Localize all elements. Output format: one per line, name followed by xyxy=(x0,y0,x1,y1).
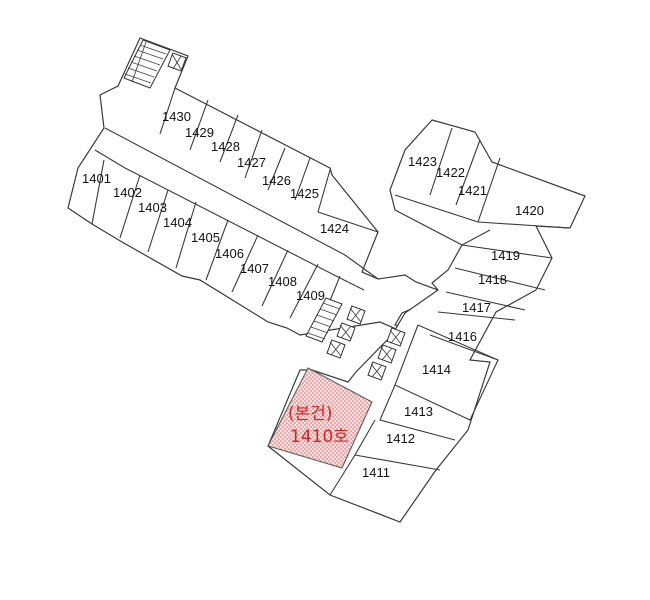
unit-label: 1428 xyxy=(211,139,240,154)
unit-label: 1403 xyxy=(138,200,167,215)
unit-label: 1426 xyxy=(262,173,291,188)
subject-label: (본건) xyxy=(288,404,333,424)
unit-label: 1421 xyxy=(458,183,487,198)
unit-row-right xyxy=(329,127,571,496)
corridor xyxy=(94,127,379,291)
elevator-icon xyxy=(367,361,387,381)
unit-label: 1427 xyxy=(237,155,266,170)
unit-label: 1419 xyxy=(491,248,520,263)
unit-label: 1420 xyxy=(515,203,544,218)
unit-label: 1425 xyxy=(290,186,319,201)
unit-labels: 1430 1429 1428 1427 1426 1425 1424 1401 … xyxy=(82,109,544,480)
unit-label: 1407 xyxy=(240,261,269,276)
unit-label: 1408 xyxy=(268,274,297,289)
unit-label: 1411 xyxy=(362,465,390,480)
elevator-icon xyxy=(167,52,187,72)
subject-unit-number: 1410호 xyxy=(290,427,349,447)
unit-label: 1422 xyxy=(436,165,465,180)
unit-label: 1418 xyxy=(478,272,507,287)
elevator-icon xyxy=(346,305,366,325)
elevator-icon xyxy=(377,344,397,364)
stair-icon xyxy=(305,297,343,343)
stair-icon xyxy=(123,39,171,89)
unit-label: 1405 xyxy=(191,230,220,245)
unit-label: 1430 xyxy=(162,109,191,124)
unit-label: 1424 xyxy=(320,221,349,236)
unit-label: 1413 xyxy=(404,404,433,419)
unit-label: 1401 xyxy=(82,171,111,186)
unit-label: 1423 xyxy=(408,154,437,169)
unit-label: 1416 xyxy=(448,329,477,344)
unit-label: 1412 xyxy=(386,431,415,446)
unit-label: 1402 xyxy=(113,185,142,200)
unit-label: 1404 xyxy=(163,215,192,230)
elevator-icon xyxy=(326,339,346,359)
unit-row-upper xyxy=(159,87,379,233)
unit-label: 1417 xyxy=(462,300,491,315)
elevator-icon xyxy=(386,327,406,347)
subject-unit-1410 xyxy=(267,367,373,469)
unit-label: 1414 xyxy=(422,362,451,377)
unit-label: 1409 xyxy=(296,288,325,303)
elevator-icon xyxy=(336,322,356,342)
unit-label: 1429 xyxy=(185,125,214,140)
unit-label: 1406 xyxy=(215,246,244,261)
